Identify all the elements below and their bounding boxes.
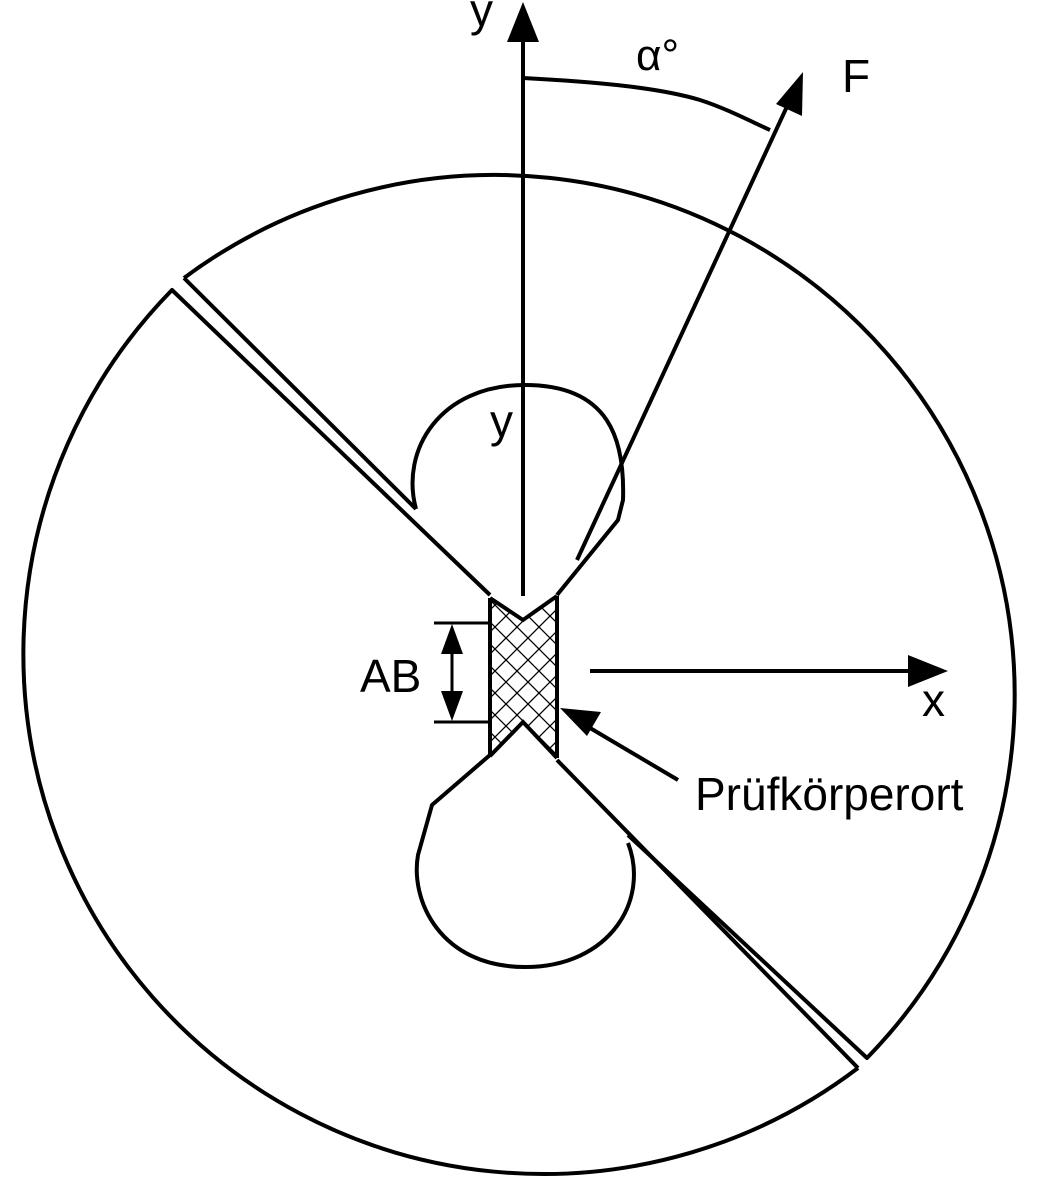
x-axis-arrowhead bbox=[908, 655, 948, 687]
specimen-outline bbox=[488, 594, 559, 760]
ab-label: AB bbox=[360, 650, 421, 702]
y-axis-outer-label: y bbox=[470, 0, 493, 36]
lower-lobe bbox=[414, 753, 636, 969]
y-axis-arrowhead bbox=[507, 2, 539, 42]
specimen-location-label: Prüfkörperort bbox=[695, 768, 964, 820]
specimen-hatched bbox=[490, 598, 557, 758]
y-axis-inner-label: y bbox=[490, 395, 513, 447]
upper-slot-wall bbox=[182, 276, 418, 511]
specimen-pointer-arrowhead bbox=[560, 708, 601, 736]
angle-label: α° bbox=[636, 31, 679, 80]
ab-arrowhead-bottom bbox=[441, 691, 463, 721]
force-label: F bbox=[842, 50, 870, 102]
ab-arrowhead-top bbox=[441, 624, 463, 654]
disc-outline-lower bbox=[21, 288, 860, 1176]
lower-slot-wall bbox=[555, 758, 860, 1070]
force-arrowhead bbox=[776, 72, 803, 116]
upper-lobe bbox=[410, 383, 626, 597]
force-line bbox=[575, 99, 792, 561]
angle-arc bbox=[522, 76, 771, 132]
specimen-pointer-line bbox=[583, 723, 680, 782]
x-axis-label: x bbox=[922, 674, 945, 726]
disc-outline bbox=[182, 173, 1017, 1060]
